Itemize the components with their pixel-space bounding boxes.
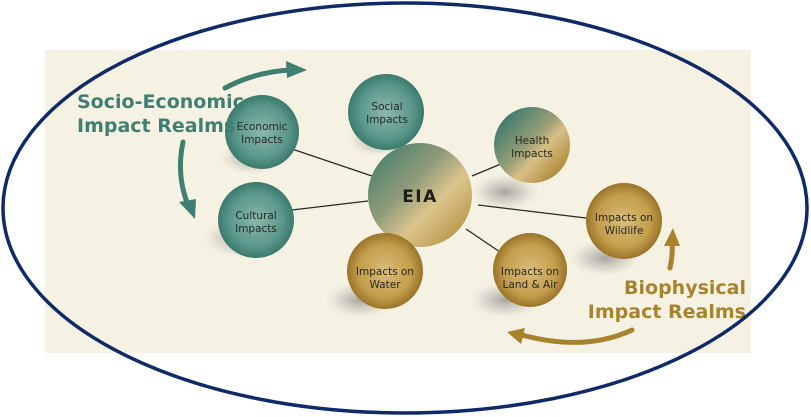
node-social: Social Impacts: [348, 74, 424, 150]
node-social-line2: Impacts: [366, 114, 408, 126]
node-eia-center: EIA: [368, 143, 472, 247]
node-cultural: Cultural Impacts: [218, 182, 294, 258]
node-water: Impacts on Water: [347, 233, 423, 309]
node-land-air-line1: Impacts on: [501, 266, 559, 278]
arrowhead-left-icon: [507, 328, 525, 344]
node-health: Health Impacts: [494, 107, 570, 183]
curved-arrow-top-icon: [222, 67, 293, 91]
connector-wildlife: [477, 204, 587, 219]
socio-economic-realm-line1: Socio-Economic: [77, 91, 244, 113]
node-wildlife-line2: Wildlife: [605, 225, 644, 237]
biophysical-realm-line1: Biophysical: [624, 277, 746, 299]
node-cultural-line1: Cultural: [235, 210, 276, 222]
node-land-air: Impacts on Land & Air: [493, 233, 567, 307]
curved-arrow-left-icon: [519, 327, 635, 345]
node-health-line1: Health: [515, 135, 549, 147]
node-economic-line2: Impacts: [241, 134, 283, 146]
connector-cultural: [291, 200, 369, 211]
connector-economic: [288, 147, 373, 177]
eia-label: EIA: [402, 187, 438, 207]
node-health-line2: Impacts: [511, 148, 553, 160]
node-water-line1: Impacts on: [356, 266, 414, 278]
node-economic-line1: Economic: [237, 121, 288, 133]
biophysical-realm-line2: Impact Realms: [588, 301, 746, 323]
node-wildlife: Impacts on Wildlife: [586, 183, 662, 259]
node-cultural-line2: Impacts: [235, 223, 277, 235]
arrowhead-up-icon: [664, 228, 680, 246]
node-social-line1: Social: [371, 101, 402, 113]
curved-arrow-down-icon: [177, 139, 191, 208]
arrowhead-top-icon: [286, 61, 307, 78]
arrowhead-down-icon: [179, 199, 196, 219]
node-water-line2: Water: [369, 279, 401, 291]
connector-land-air: [465, 228, 501, 253]
socio-economic-realm-line2: Impact Realms: [77, 115, 235, 137]
node-wildlife-line1: Impacts on: [595, 212, 653, 224]
node-economic: Economic Impacts: [225, 95, 299, 169]
node-land-air-line2: Land & Air: [503, 279, 559, 291]
socio-economic-arrows: [177, 67, 293, 208]
